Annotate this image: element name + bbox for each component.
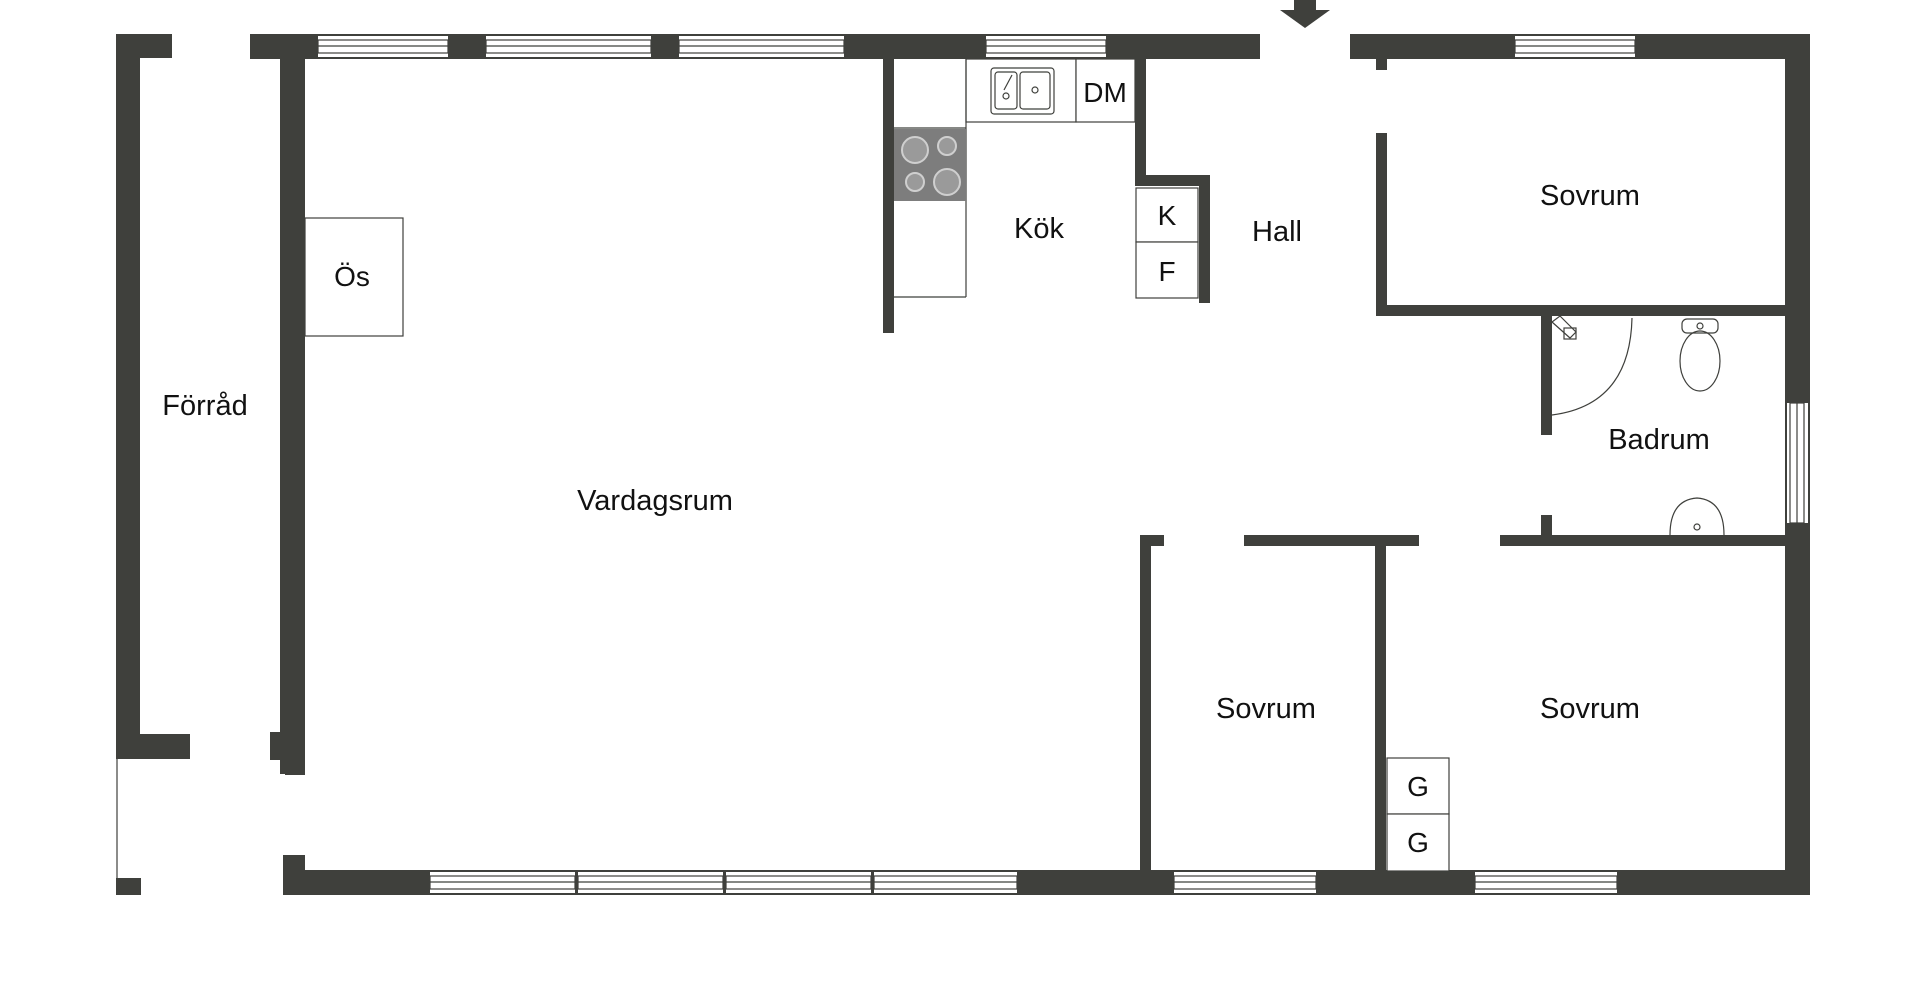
fridge-freezer: K F: [1135, 187, 1199, 299]
window-top-1: [317, 36, 449, 57]
room-label-forrad: Förråd: [162, 390, 247, 422]
extractor-box: Ös: [304, 217, 404, 337]
window-bottom-5: [1173, 872, 1317, 893]
room-label-sovrum-right: Sovrum: [1540, 693, 1640, 725]
window-bottom-2: [577, 872, 724, 893]
fridge-label: K: [1158, 200, 1177, 231]
outer-walls: [250, 34, 1810, 895]
room-label-sovrum-top: Sovrum: [1540, 180, 1640, 212]
freezer-label: F: [1158, 256, 1175, 287]
os-label: Ös: [334, 261, 370, 292]
window-bottom-6: [1474, 872, 1618, 893]
window-top-bedroom: [1514, 36, 1636, 57]
entrance-arrow-icon: [1280, 0, 1330, 28]
storage-walls: [116, 34, 190, 895]
room-label-hall: Hall: [1252, 216, 1302, 248]
window-bottom-3: [725, 872, 872, 893]
room-label-kok: Kök: [1014, 213, 1064, 245]
toilet-icon: [1679, 318, 1721, 392]
window-bottom-4: [873, 872, 1018, 893]
washbasin-icon: [1669, 497, 1725, 536]
room-label-badrum: Badrum: [1608, 424, 1710, 456]
window-top-2: [485, 36, 652, 57]
windows: [317, 36, 1808, 893]
dm-label: DM: [1083, 77, 1127, 108]
interior-walls: [883, 55, 1786, 875]
wardrobe-label-2: G: [1407, 827, 1429, 858]
shower-icon: [1551, 315, 1633, 416]
kitchen-counter: [894, 58, 1136, 298]
window-top-kitchen: [985, 36, 1107, 57]
window-top-3: [678, 36, 845, 57]
wardrobe-label-1: G: [1407, 771, 1429, 802]
stove-icon: [894, 129, 966, 201]
room-label-vardagsrum: Vardagsrum: [577, 485, 733, 517]
sink-icon: [990, 67, 1055, 115]
room-label-sovrum-mid: Sovrum: [1216, 693, 1316, 725]
room-labels: Förråd Vardagsrum Kök Hall Sovrum Badrum…: [162, 180, 1709, 725]
window-right-bathroom: [1787, 402, 1808, 524]
wardrobes: G G: [1386, 757, 1450, 872]
window-bottom-1: [429, 872, 576, 893]
